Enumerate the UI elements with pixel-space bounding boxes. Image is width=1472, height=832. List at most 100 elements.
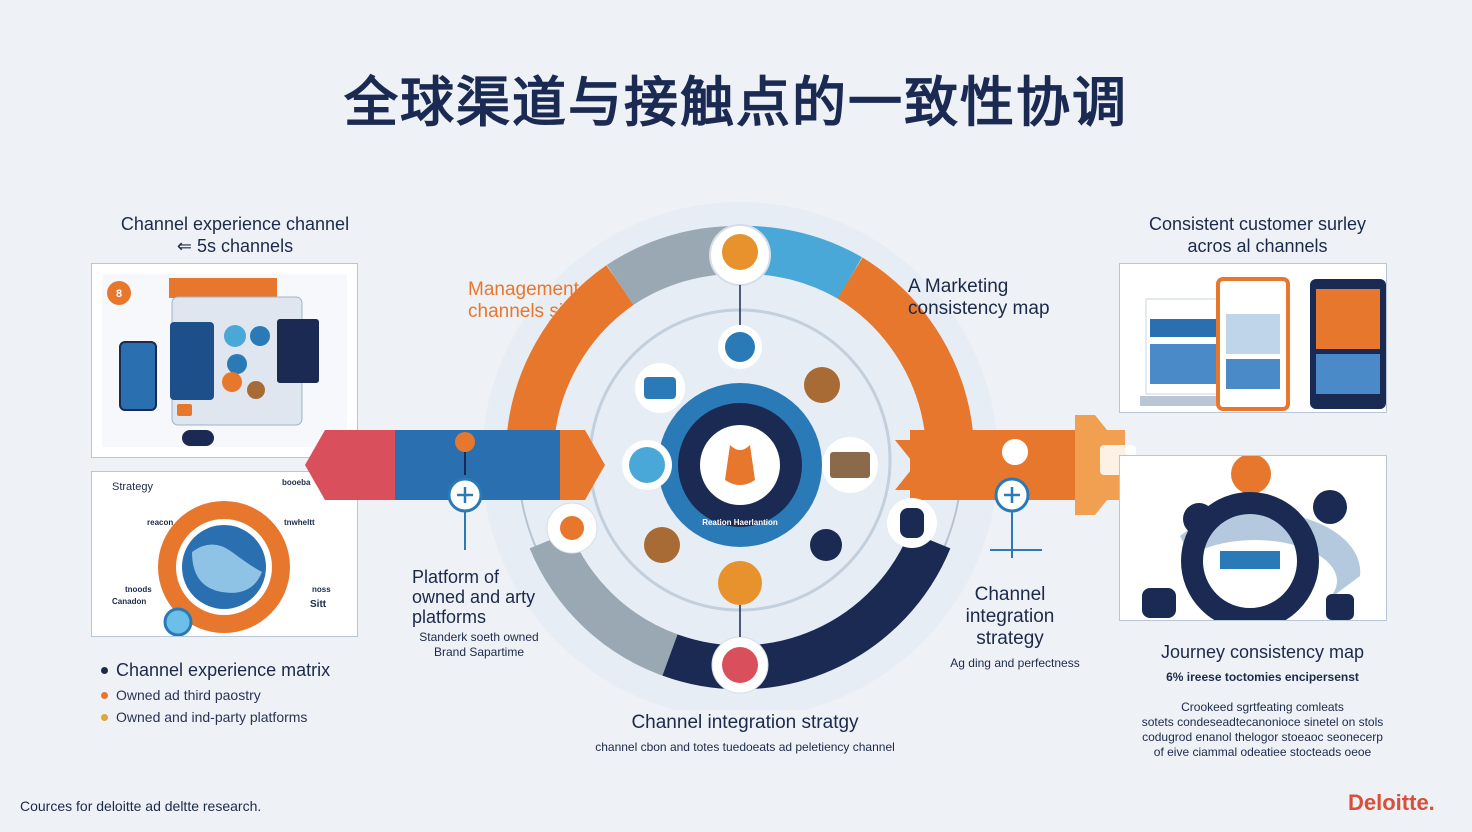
- right-top-caption: Consistent customer surley acros al chan…: [1120, 213, 1395, 257]
- journey-node-bottom-left: [1142, 588, 1176, 618]
- journey-arc-navy: [1181, 492, 1319, 630]
- right-top-caption-line1: Consistent customer surley: [1148, 214, 1367, 234]
- legend-item-1: Owned ad third paostry: [116, 687, 261, 703]
- label-ml1: tnoods: [125, 585, 152, 594]
- left-top-caption-line1: Channel experience channel: [120, 214, 350, 234]
- device-header-bar: [169, 278, 277, 298]
- journey-subtitle: 6% ireese toctomies encipersenst: [1166, 670, 1359, 684]
- label-marketing-block: A Marketing consistency map: [908, 276, 1068, 320]
- legend-dot-1: [101, 667, 108, 674]
- channel-devices-card: 8: [91, 263, 358, 458]
- journey-desc-line4: of eive ciammal odeatiee stocteads oeoe: [1153, 745, 1372, 759]
- badge-circle: [107, 281, 131, 305]
- journey-path-bar: [1220, 551, 1280, 569]
- strategy-corner-label: Strategy: [112, 481, 153, 493]
- arc-segment-gray-lower: [529, 531, 678, 676]
- band-chevron-right: [895, 440, 940, 490]
- left-top-caption: Channel experience channel ⇐ 5s channels: [90, 213, 380, 257]
- label-marketing: A Marketing consistency map: [908, 276, 1050, 319]
- brand-logo: Deloitte.: [1348, 790, 1435, 815]
- journey-description: Crookeed sgrtfeating comleats sotets con…: [1115, 700, 1410, 760]
- globe-badge-icon: [163, 607, 193, 637]
- journey-desc-line1: Crookeed sgrtfeating comleats: [1181, 700, 1344, 714]
- devices-illustration: 8: [102, 274, 347, 447]
- strategy-globe-card: Strategy booeba tnwheltt reacon tnoods C…: [91, 471, 358, 637]
- book-icon: [644, 527, 680, 563]
- arc-segment-orange-right: [837, 257, 974, 447]
- user-icon: [247, 381, 265, 399]
- legend-item-2: Owned and ind-party platforms: [116, 709, 308, 725]
- phone-device-3: [277, 319, 319, 383]
- label-mr1: noss: [312, 585, 331, 594]
- flask-icon: [718, 561, 762, 605]
- footer-pill: [182, 430, 214, 446]
- journey-map-illustration: [1142, 454, 1361, 630]
- left-legend: Channel experience matrix Owned ad third…: [101, 660, 361, 725]
- shield-icon: [1231, 454, 1271, 494]
- badge-number: 8: [116, 288, 122, 300]
- journey-node-left: [1183, 503, 1215, 535]
- journey-title: Journey consistency map: [1160, 642, 1365, 662]
- avatar-icon-right: [1000, 437, 1030, 467]
- center-bottom-title: Channel integration stratgy: [631, 712, 859, 733]
- right-top-caption-line2: acros al channels: [1187, 236, 1328, 256]
- legend-item-row-2: Owned and ind-party platforms: [101, 709, 361, 725]
- arc-segment-orange-left: [506, 265, 635, 447]
- label-channel-integration-block: Channel integration strategy: [950, 584, 1070, 650]
- label-platform-sub1: Standerk soeth owned: [419, 630, 539, 644]
- label-platform-sub-block: Standerk soeth owned Brand Sapartime: [404, 630, 554, 660]
- band-chevron-left: [560, 430, 605, 500]
- phone-device-1: [170, 322, 214, 400]
- pin-icon-left: [455, 432, 475, 452]
- network-icon: [629, 447, 665, 483]
- legend-dot-3: [101, 713, 108, 721]
- box-icon: [830, 452, 870, 478]
- label-management-block: Management channels silos: [468, 279, 598, 323]
- label-tr1: booeba: [282, 478, 311, 487]
- journey-desc-line2: sotets condeseadtecanonioce sinetel on s…: [1141, 715, 1384, 729]
- journey-map-card: [1119, 454, 1387, 630]
- app-icon-1: [224, 325, 246, 347]
- legend-heading: Channel experience matrix: [116, 660, 331, 680]
- source-note: Cources for deloitte ad deltte research.: [20, 798, 262, 814]
- globe-icon: [722, 234, 758, 270]
- consistent-devices-illustration: [1140, 277, 1386, 411]
- label-channel-integration-sub: Ag ding and perfectness: [950, 656, 1080, 670]
- phone-device-2: [119, 341, 157, 411]
- app-icon-3: [227, 354, 247, 374]
- map-icon: [804, 367, 840, 403]
- cloud-icon: [722, 647, 758, 683]
- core-hub-text: Reation Haerlantion: [702, 518, 778, 527]
- label-mr2: Sitt: [310, 599, 327, 610]
- briefcase-icon: [810, 529, 842, 561]
- label-platform-block: Platform of owned and arty platforms: [412, 567, 547, 627]
- label-ml2: Canadon: [112, 597, 146, 606]
- legend-item-row-1: Owned ad third paostry: [101, 687, 361, 703]
- label-channel-integration: Channel integration strategy: [965, 584, 1055, 649]
- core-hub-figure-icon: [725, 445, 755, 485]
- center-bottom-subtitle: channel cbon and totes tuedoeats ad pele…: [595, 740, 895, 754]
- label-tl: reacon: [147, 518, 173, 527]
- label-tr2: tnwheltt: [284, 518, 315, 527]
- app-icon-2: [250, 326, 270, 346]
- journey-desc-line3: codugrod enanol thelogor stoeaoc seonece…: [1142, 730, 1383, 744]
- lock-icon: [900, 508, 924, 538]
- label-management: Management channels silos: [468, 279, 588, 322]
- phone-icon: [725, 332, 755, 362]
- band-red-arrow: [305, 430, 395, 500]
- journey-node-bottom-right: [1326, 594, 1354, 620]
- chat-icon: [222, 372, 242, 392]
- consistent-devices-card: [1119, 263, 1387, 413]
- journey-node-right: [1313, 490, 1347, 524]
- laptop-base: [1140, 396, 1232, 406]
- label-platform: Platform of owned and arty platforms: [412, 567, 536, 627]
- page-title: 全球渠道与接触点的一致性协调: [344, 71, 1128, 134]
- legend-heading-row: Channel experience matrix: [101, 660, 361, 681]
- left-top-caption-line2: ⇐ 5s channels: [176, 236, 294, 256]
- journey-wave-light: [1180, 511, 1361, 606]
- label-platform-sub2: Brand Sapartime: [433, 645, 525, 659]
- globe-illustration: Strategy booeba tnwheltt reacon tnoods C…: [112, 478, 331, 637]
- monitor-icon: [644, 377, 676, 399]
- cart-icon: [177, 404, 192, 416]
- speech-icon: [560, 516, 584, 540]
